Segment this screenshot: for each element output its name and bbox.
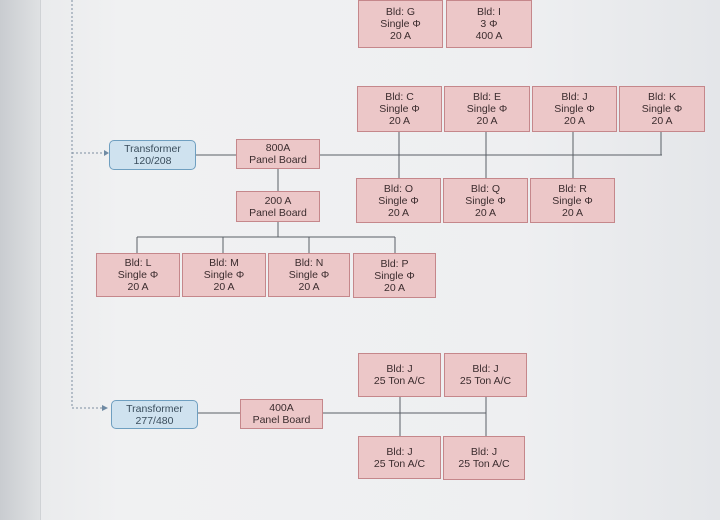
panel-800a[interactable]: 800A Panel Board	[236, 139, 320, 169]
building-j-ac-top-right[interactable]: Bld: J 25 Ton A/C	[444, 353, 527, 397]
building-phase: Single Φ	[374, 269, 415, 282]
building-j[interactable]: Bld: J Single Φ 20 A	[532, 86, 617, 132]
building-amps: 20 A	[389, 30, 412, 42]
window-left-edge	[0, 0, 41, 520]
building-j-ac-bottom-left[interactable]: Bld: J 25 Ton A/C	[358, 436, 441, 479]
building-load: 25 Ton A/C	[458, 458, 510, 470]
transformer-voltage: 277/480	[135, 414, 174, 427]
building-amps: 20 A	[127, 281, 149, 293]
building-phase: Single Φ	[203, 269, 245, 281]
panel-200a[interactable]: 200 A Panel Board	[236, 191, 320, 222]
building-phase: Single Φ	[641, 103, 683, 115]
building-g[interactable]: Bld: G Single Φ 20 A	[358, 0, 443, 48]
building-phase: Single Φ	[554, 103, 595, 115]
building-amps: 20 A	[383, 281, 406, 294]
building-name: Bld: K	[647, 91, 676, 103]
building-name: Bld: R	[558, 182, 587, 195]
building-i[interactable]: Bld: I 3 Φ 400 A	[446, 0, 532, 48]
panel-label: Panel Board	[249, 206, 307, 219]
building-load: 25 Ton A/C	[373, 375, 426, 387]
building-load: 25 Ton A/C	[373, 457, 426, 470]
panel-label: Panel Board	[249, 154, 307, 166]
building-phase: Single Φ	[465, 194, 506, 207]
transformer-label: Transformer	[126, 402, 183, 415]
building-phase: Single Φ	[117, 269, 159, 281]
transformer-label: Transformer	[124, 143, 181, 155]
building-phase: Single Φ	[380, 18, 421, 30]
building-amps: 20 A	[651, 115, 673, 127]
building-name: Bld: G	[385, 6, 416, 18]
building-l[interactable]: Bld: L Single Φ 20 A	[96, 253, 180, 297]
building-amps: 20 A	[213, 281, 235, 293]
building-phase: 3 Φ	[480, 18, 498, 30]
panel-rating: 200 A	[264, 194, 292, 207]
building-name: Bld: Q	[470, 182, 501, 195]
panel-rating: 400A	[269, 402, 294, 414]
building-k[interactable]: Bld: K Single Φ 20 A	[619, 86, 705, 132]
building-amps: 20 A	[298, 281, 320, 293]
transformer-120-208[interactable]: Transformer 120/208	[109, 140, 196, 170]
building-amps: 20 A	[387, 206, 410, 219]
building-name: Bld: M	[209, 257, 239, 269]
building-name: Bld: O	[383, 182, 414, 195]
building-q[interactable]: Bld: Q Single Φ 20 A	[443, 178, 528, 223]
building-name: Bld: J	[386, 363, 413, 375]
building-e[interactable]: Bld: E Single Φ 20 A	[444, 86, 530, 132]
building-amps: 20 A	[474, 206, 497, 219]
building-j-ac-bottom-right[interactable]: Bld: J 25 Ton A/C	[443, 436, 525, 480]
building-name: Bld: L	[124, 257, 152, 269]
building-phase: Single Φ	[379, 103, 420, 115]
building-name: Bld: J	[472, 363, 499, 375]
building-amps: 20 A	[561, 206, 584, 219]
building-r[interactable]: Bld: R Single Φ 20 A	[530, 178, 615, 223]
building-name: Bld: J	[561, 91, 588, 103]
building-phase: Single Φ	[552, 194, 593, 207]
panel-label: Panel Board	[252, 414, 311, 426]
building-name: Bld: J	[470, 446, 498, 458]
building-load: 25 Ton A/C	[459, 375, 512, 387]
building-o[interactable]: Bld: O Single Φ 20 A	[356, 178, 441, 223]
building-c[interactable]: Bld: C Single Φ 20 A	[357, 86, 442, 132]
building-m[interactable]: Bld: M Single Φ 20 A	[182, 253, 266, 297]
building-name: Bld: I	[477, 6, 501, 18]
building-j-ac-top-left[interactable]: Bld: J 25 Ton A/C	[358, 353, 441, 397]
building-name: Bld: E	[472, 91, 501, 103]
dotted-feed-line	[71, 0, 102, 409]
arrow-head-t2	[102, 405, 108, 411]
building-amps: 20 A	[476, 115, 498, 127]
building-phase: Single Φ	[288, 269, 330, 281]
building-amps: 20 A	[388, 115, 411, 127]
building-n[interactable]: Bld: N Single Φ 20 A	[268, 253, 350, 297]
building-name: Bld: C	[385, 91, 414, 103]
transformer-277-480[interactable]: Transformer 277/480	[111, 400, 198, 429]
building-amps: 400 A	[475, 30, 503, 42]
building-phase: Single Φ	[378, 194, 419, 207]
building-name: Bld: P	[380, 257, 409, 270]
transformer-voltage: 120/208	[133, 155, 172, 167]
panel-rating: 800A	[265, 142, 291, 154]
building-phase: Single Φ	[466, 103, 508, 115]
arrow-head-t1	[104, 150, 109, 156]
building-name: Bld: N	[294, 257, 324, 269]
building-p[interactable]: Bld: P Single Φ 20 A	[353, 253, 436, 298]
panel-400a[interactable]: 400A Panel Board	[240, 399, 323, 429]
building-name: Bld: J	[386, 445, 413, 458]
building-amps: 20 A	[563, 115, 586, 127]
